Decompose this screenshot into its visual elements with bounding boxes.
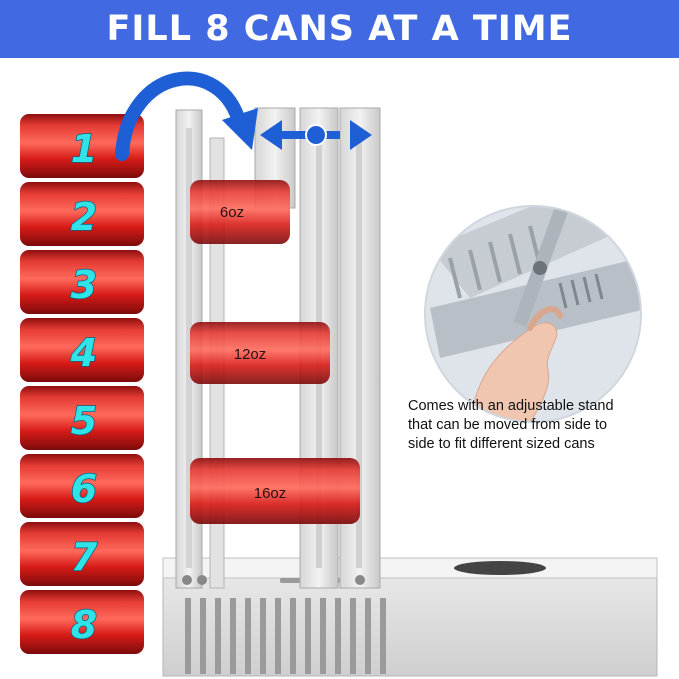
can-3: 3 — [20, 250, 144, 314]
adjustable-stand-description: Comes with an adjustable stand that can … — [408, 397, 670, 454]
can-number: 1 — [71, 127, 97, 171]
machine-base — [162, 557, 658, 677]
can-number: 2 — [71, 195, 97, 239]
title-banner: FILL 8 CANS AT A TIME — [0, 0, 679, 58]
can-4: 4 — [20, 318, 144, 382]
description-line: Comes with an adjustable stand — [408, 398, 614, 414]
double-arrow-icon — [260, 120, 372, 150]
can-7: 7 — [20, 522, 144, 586]
rack-can-16oz: 16oz — [190, 458, 360, 524]
description-line: side to fit different sized cans — [408, 436, 595, 452]
can-6: 6 — [20, 454, 144, 518]
can-8: 8 — [20, 590, 144, 654]
product-illustration: 6oz 12oz 16oz 1 2 3 4 5 6 — [20, 71, 658, 677]
can-number: 5 — [71, 399, 97, 443]
can-number: 6 — [71, 467, 97, 511]
size-label-16oz: 16oz — [254, 485, 287, 502]
rack-can-6oz: 6oz — [190, 180, 290, 244]
rack-can-12oz: 12oz — [190, 322, 330, 384]
fan-vent — [454, 561, 546, 575]
curved-arrow-icon — [115, 71, 258, 161]
banner-title: FILL 8 CANS AT A TIME — [106, 9, 573, 49]
description-line: that can be moved from side to — [408, 417, 608, 433]
size-label-12oz: 12oz — [234, 346, 267, 363]
can-number: 3 — [71, 263, 97, 307]
can-number: 8 — [71, 603, 97, 647]
can-1: 1 — [20, 114, 144, 178]
size-label-6oz: 6oz — [220, 204, 244, 221]
can-2: 2 — [20, 182, 144, 246]
can-number: 4 — [70, 331, 97, 375]
can-number: 7 — [71, 535, 98, 579]
can-stack: 1 2 3 4 5 6 7 8 — [20, 114, 144, 654]
can-5: 5 — [20, 386, 144, 450]
adjustment-closeup-photo — [424, 205, 642, 423]
